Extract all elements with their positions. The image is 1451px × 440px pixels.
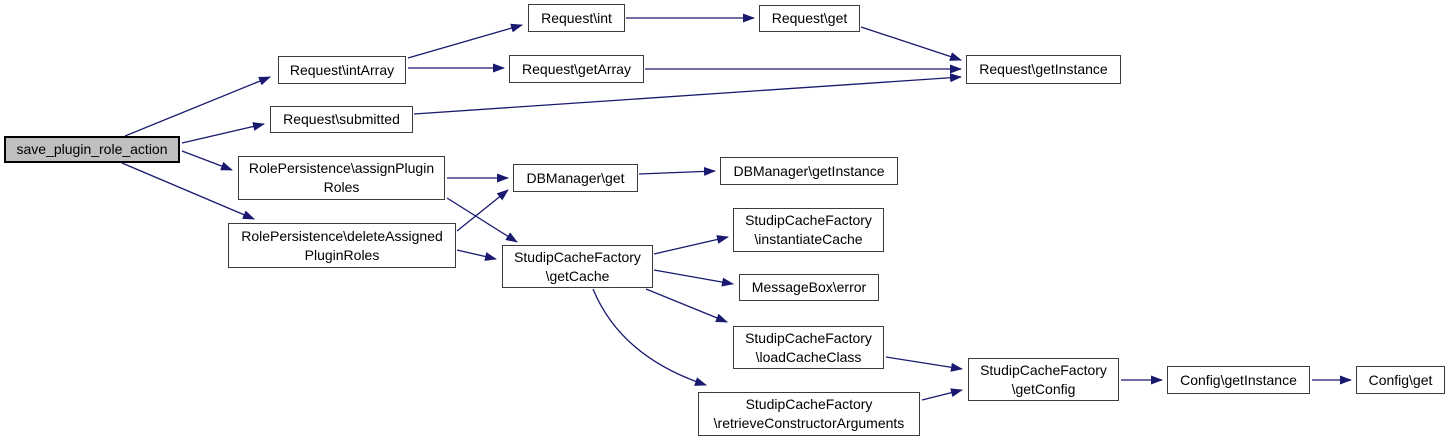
edge-loadcacheclass-to-getconfig [885, 356, 963, 372]
edge-intarray-to-int [407, 23, 523, 59]
node-request-getinstance[interactable]: Request\getInstance [966, 55, 1121, 84]
node-save-plugin-role-action: save_plugin_role_action [4, 136, 180, 163]
node-studipcachefactory-getconfig[interactable]: StudipCacheFactory \getConfig [968, 358, 1119, 401]
node-request-get[interactable]: Request\get [759, 5, 860, 32]
edge-retrieve-to-getconfig [921, 388, 963, 401]
node-rolepersistence-deleteassignedpluginroles[interactable]: RolePersistence\deleteAssigned PluginRol… [228, 223, 456, 268]
edge-delete-to-dbget [456, 189, 509, 232]
node-rolepersistence-assignpluginroles[interactable]: RolePersistence\assignPlugin Roles [238, 156, 445, 200]
edge-getcache-to-loadcacheclass [645, 288, 728, 323]
edge-submitted-to-getinstance [413, 73, 962, 115]
node-request-submitted[interactable]: Request\submitted [270, 106, 413, 133]
edge-getcache-to-retrieve [592, 288, 707, 386]
edge-save-to-intarray [124, 76, 271, 137]
node-request-int[interactable]: Request\int [528, 4, 625, 32]
edge-getcache-to-instantiate [653, 235, 729, 255]
node-studipcachefactory-getcache[interactable]: StudipCacheFactory \getCache [502, 245, 653, 288]
edge-dbget-to-dbgetinstance [638, 166, 716, 176]
node-messagebox-error[interactable]: MessageBox\error [739, 274, 879, 301]
node-request-intarray[interactable]: Request\intArray [278, 56, 406, 84]
edge-assign-to-getcache [446, 197, 518, 243]
node-studipcachefactory-loadcacheclass[interactable]: StudipCacheFactory \loadCacheClass [733, 326, 884, 369]
node-dbmanager-getinstance[interactable]: DBManager\getInstance [720, 157, 898, 185]
edge-save-to-assign [181, 150, 233, 171]
edge-get-to-getinstance [860, 26, 962, 61]
edge-save-to-delete [121, 162, 255, 220]
node-request-getarray[interactable]: Request\getArray [509, 55, 644, 83]
node-config-getinstance[interactable]: Config\getInstance [1167, 366, 1310, 394]
node-studipcachefactory-retrieveconstructorarguments[interactable]: StudipCacheFactory \retrieveConstructorA… [698, 392, 920, 436]
node-config-get[interactable]: Config\get [1356, 366, 1445, 394]
edge-save-to-submitted [181, 122, 265, 144]
node-dbmanager-get[interactable]: DBManager\get [513, 164, 638, 192]
edge-delete-to-getcache [456, 249, 497, 261]
edge-getcache-to-msgerror [653, 269, 734, 287]
node-studipcachefactory-instantiatecache[interactable]: StudipCacheFactory \instantiateCache [733, 208, 884, 252]
